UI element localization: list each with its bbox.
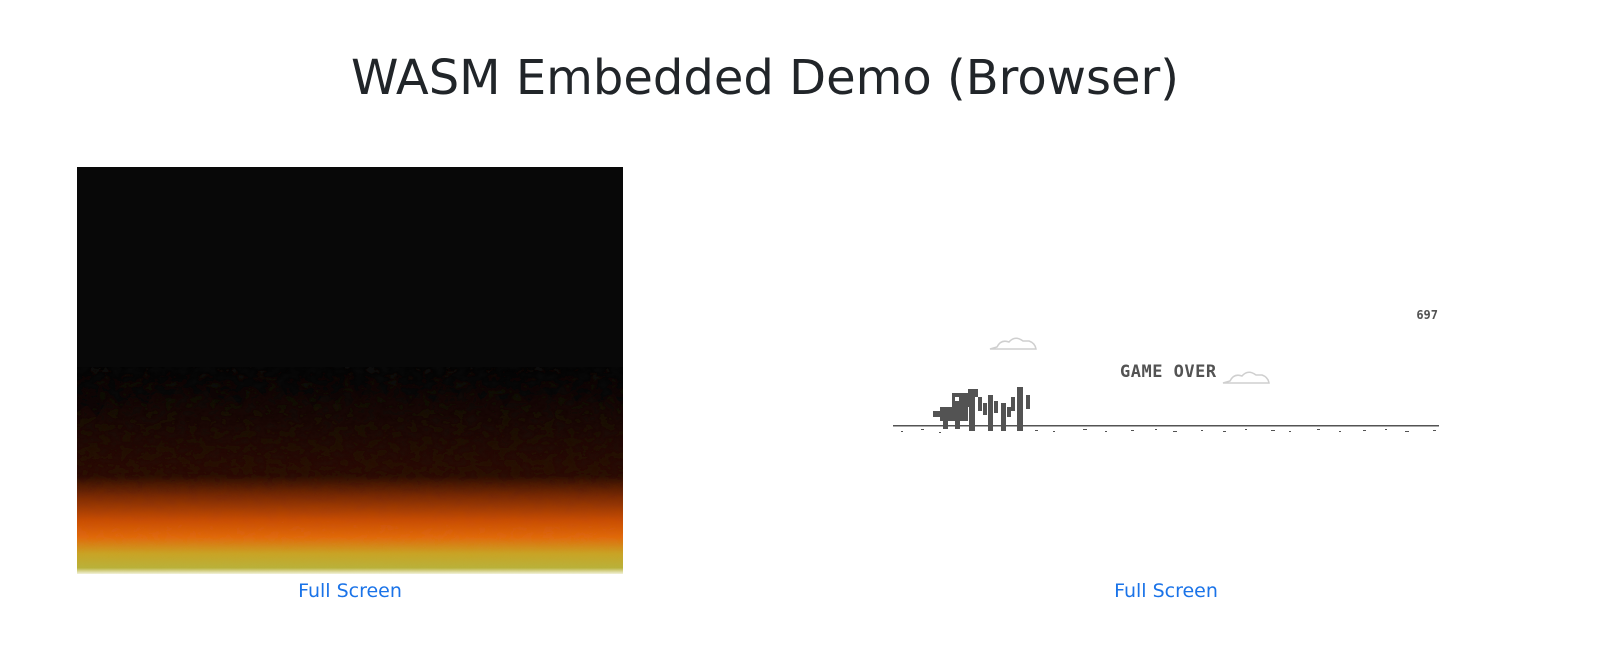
game-over-text: GAME OVER	[1120, 362, 1217, 382]
fire-graphic	[77, 167, 623, 574]
fire-demo-card: Full Screen	[77, 167, 623, 602]
cloud-icon	[989, 337, 1037, 350]
ground-line	[893, 425, 1439, 433]
fire-demo-canvas[interactable]	[77, 167, 623, 574]
dino-fullscreen-link[interactable]: Full Screen	[1114, 580, 1218, 602]
dino-demo-card: 697 GAME OVER	[893, 167, 1439, 602]
dino-game-graphic: 697 GAME OVER	[893, 308, 1439, 433]
cloud-icon	[1222, 371, 1270, 384]
fire-fullscreen-link[interactable]: Full Screen	[298, 580, 402, 602]
dino-demo-canvas[interactable]: 697 GAME OVER	[893, 167, 1439, 574]
score-text: 697	[1416, 308, 1438, 322]
cactus-icon	[962, 387, 1030, 431]
page-title: WASM Embedded Demo (Browser)	[351, 50, 1179, 106]
